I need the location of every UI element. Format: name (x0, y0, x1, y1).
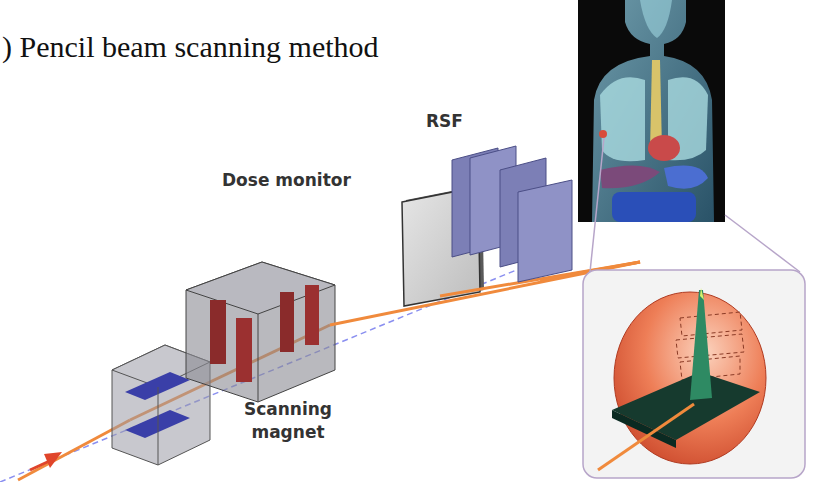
patient-body (599, 130, 607, 138)
patient-body (600, 165, 660, 188)
zoom-inset (725, 215, 800, 272)
scanning-magnet (236, 318, 252, 382)
range-shifter-plates (518, 180, 572, 282)
zoom-inset (676, 312, 744, 380)
part-label: Scanning magnet (232, 398, 344, 444)
scanning-magnet (186, 262, 335, 402)
patient-body (578, 0, 725, 222)
scanning-magnet (186, 262, 335, 402)
zoom-inset (583, 270, 805, 478)
patient-body (612, 192, 696, 222)
part-label: RSF (426, 110, 486, 133)
zoom-inset (612, 410, 676, 448)
scanning-magnet (258, 314, 259, 402)
zoom-inset (676, 334, 744, 358)
zoom-inset (583, 138, 805, 478)
patient-body (578, 0, 725, 222)
beam-axis (0, 248, 570, 482)
patient-body (640, 0, 672, 38)
patient-body (600, 77, 645, 161)
zoom-inset (680, 312, 742, 336)
zoom-inset (690, 290, 712, 400)
scanning-magnet (158, 387, 159, 465)
scanning-magnet (280, 292, 294, 352)
scanning-magnet (305, 285, 319, 345)
diagram-title: ) Pencil beam scanning method (2, 30, 422, 63)
patient-body (648, 135, 680, 161)
scanning-magnet (210, 300, 226, 364)
part-label: Dose monitor (222, 169, 372, 192)
zoom-inset (700, 288, 704, 300)
range-shifter-plates (452, 146, 572, 282)
beam-direction-arrow (30, 458, 56, 470)
zoom-inset (590, 138, 604, 272)
zoom-inset (598, 404, 694, 470)
patient-body (664, 166, 708, 189)
zoom-inset (612, 372, 760, 440)
patient-body (592, 0, 714, 222)
